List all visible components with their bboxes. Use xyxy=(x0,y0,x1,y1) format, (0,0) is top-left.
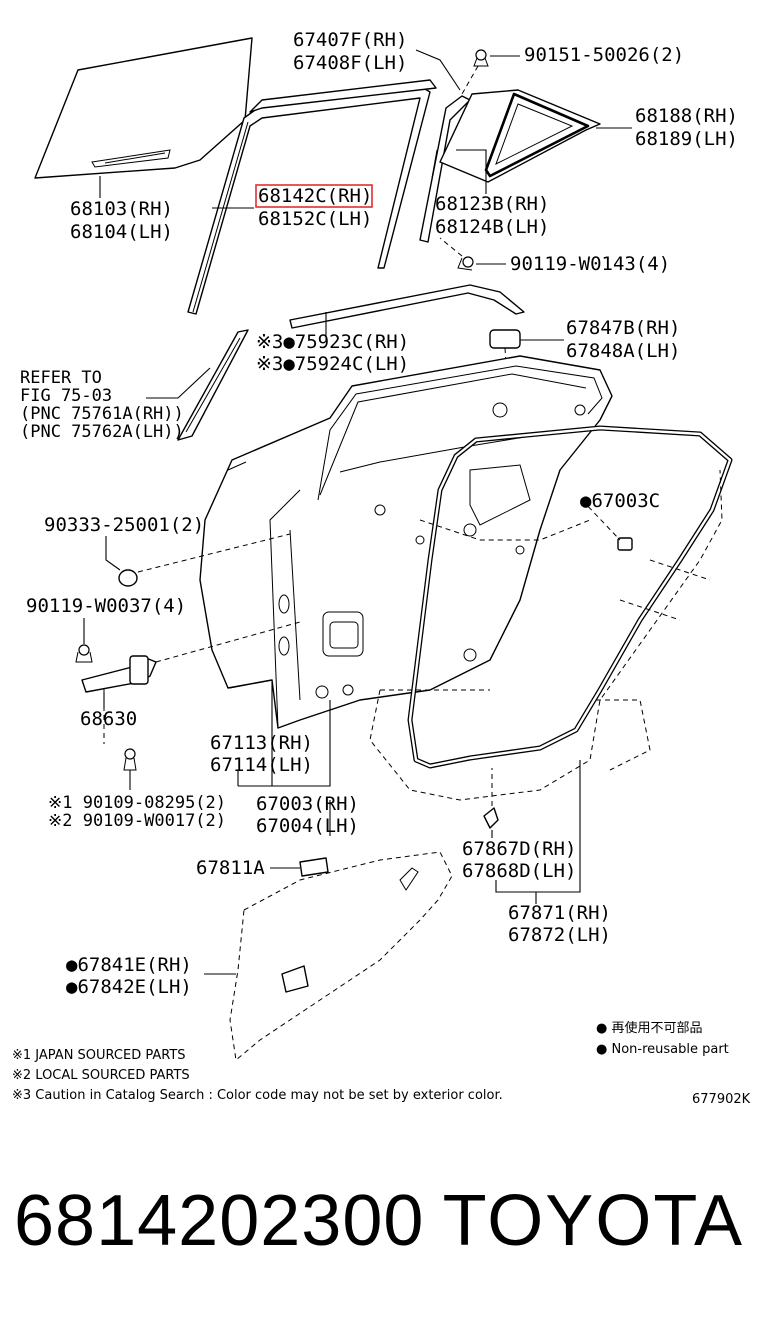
note-3: ※3 Caution in Catalog Search : Color cod… xyxy=(12,1088,503,1103)
label-67811A: 67811A xyxy=(196,857,265,879)
door-check-drawing xyxy=(75,621,301,771)
label-90151: 90151-50026(2) xyxy=(524,44,684,66)
label-67113: 67113(RH) xyxy=(210,732,313,754)
belt-molding-drawing xyxy=(289,284,525,329)
label-68189: 68189(LH) xyxy=(635,128,738,150)
hole-plug-67811a-drawing xyxy=(299,857,329,877)
label-68152C: 68152C(LH) xyxy=(258,208,372,230)
service-hole-cover-drawing xyxy=(229,851,453,1061)
brand-name: TOYOTA xyxy=(442,1181,744,1261)
label-90109-w0017: ※2 90109-W0017(2) xyxy=(48,811,226,831)
clip-67867d-drawing xyxy=(483,768,499,829)
legend: ● 再使用不可部品 ● Non-reusable part xyxy=(596,1020,729,1057)
label-67114: 67114(LH) xyxy=(210,754,313,776)
label-75923C: ※3●75923C(RH) xyxy=(256,331,409,353)
label-67871: 67871(RH) xyxy=(508,902,611,924)
note-2: ※2 LOCAL SOURCED PARTS xyxy=(12,1068,190,1083)
label-68124B: 68124B(LH) xyxy=(435,216,549,238)
label-67842E: ●67842E(LH) xyxy=(66,976,192,998)
label-67004: 67004(LH) xyxy=(256,815,359,837)
label-refer-3: (PNC 75761A(RH)) xyxy=(20,404,184,424)
label-90333: 90333-25001(2) xyxy=(44,514,204,536)
label-67407F: 67407F(RH) xyxy=(293,29,407,51)
label-68103: 68103(RH) xyxy=(70,198,173,220)
label-68630: 68630 xyxy=(80,708,137,730)
screw-90119-w0143-drawing xyxy=(439,237,474,271)
label-67003C: ●67003C xyxy=(580,490,660,512)
label-67003: 67003(RH) xyxy=(256,793,359,815)
label-75924C: ※3●75924C(LH) xyxy=(256,353,409,375)
highlight-box xyxy=(255,184,373,208)
notes: ※1 JAPAN SOURCED PARTS ※2 LOCAL SOURCED … xyxy=(12,1048,751,1107)
label-67847B: 67847B(RH) xyxy=(566,317,680,339)
clip-67003c-drawing xyxy=(581,499,633,551)
label-68123B: 68123B(RH) xyxy=(435,193,549,215)
label-68142C: 68142C(RH) xyxy=(258,185,372,207)
clip-90151-drawing xyxy=(461,49,489,95)
callout-labels: 67407F(RH) 67408F(LH) 90151-50026(2) 681… xyxy=(20,29,738,998)
label-90119-w0143: 90119-W0143(4) xyxy=(510,253,670,275)
weatherstrip-drawing xyxy=(407,425,733,769)
label-67408F: 67408F(LH) xyxy=(293,52,407,74)
hole-plug-90333-drawing xyxy=(118,533,291,587)
part-number: 6814202300 xyxy=(14,1181,425,1261)
label-67872: 67872(LH) xyxy=(508,924,611,946)
label-67841E: ●67841E(RH) xyxy=(66,954,192,976)
label-67848A: 67848A(LH) xyxy=(566,340,680,362)
label-refer-2: FIG 75-03 xyxy=(20,386,112,406)
diagram-code: 677902K xyxy=(692,1092,751,1107)
door-glass-drawing xyxy=(34,37,253,179)
body-opening-outline xyxy=(369,469,723,801)
label-68188: 68188(RH) xyxy=(635,105,738,127)
label-67867D: 67867D(RH) xyxy=(462,838,576,860)
legend-jp: ● 再使用不可部品 xyxy=(596,1020,702,1036)
leader-lines xyxy=(83,49,632,975)
label-67868D: 67868D(LH) xyxy=(462,860,576,882)
quarter-glass-drawing xyxy=(439,89,601,183)
parts-diagram: 67407F(RH) 67408F(LH) 90151-50026(2) 681… xyxy=(12,29,751,1107)
footer: 6814202300 TOYOTA xyxy=(0,1180,760,1290)
note-1: ※1 JAPAN SOURCED PARTS xyxy=(12,1048,186,1063)
label-68104: 68104(LH) xyxy=(70,221,173,243)
legend-en: ● Non-reusable part xyxy=(596,1042,729,1057)
upper-frame-molding-drawing xyxy=(249,79,437,113)
applique-drawing xyxy=(177,329,249,441)
door-panel-drawing xyxy=(199,355,613,729)
label-refer-4: (PNC 75762A(LH)) xyxy=(20,422,184,442)
label-90119-w0037: 90119-W0037(4) xyxy=(26,595,186,617)
label-90109-08295: ※1 90109-08295(2) xyxy=(48,793,226,813)
label-refer-1: REFER TO xyxy=(20,368,102,388)
